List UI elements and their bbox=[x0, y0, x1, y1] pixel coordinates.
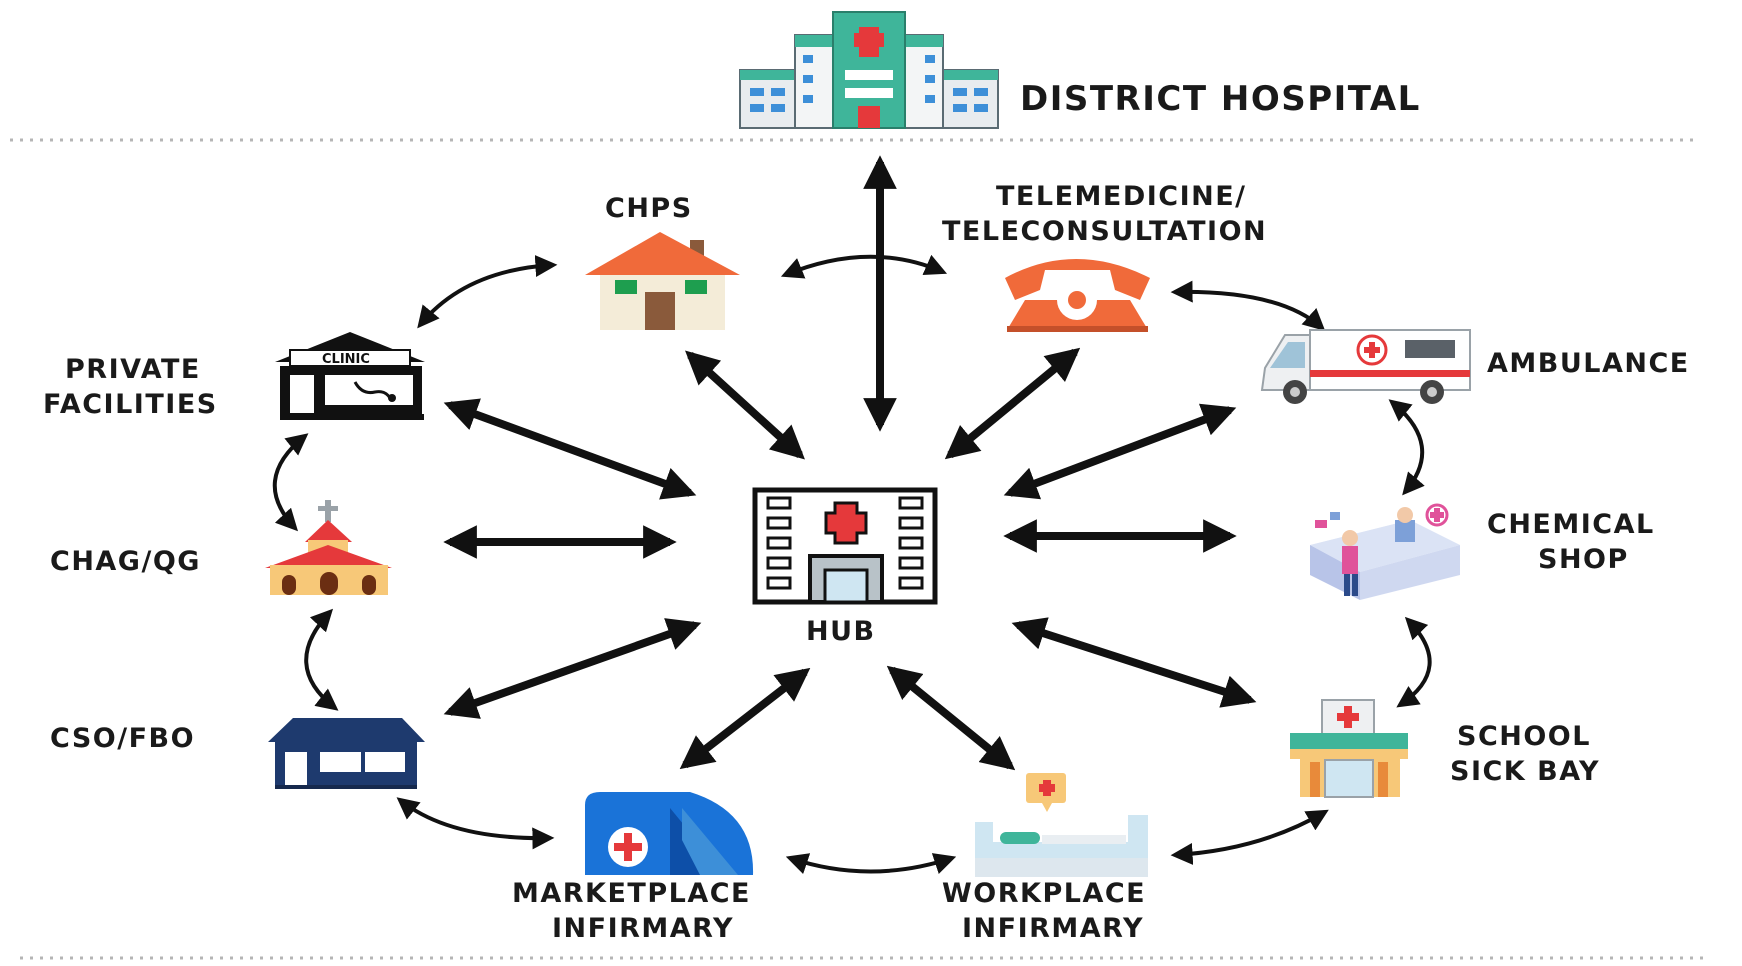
workplace-label-line2: INFIRMARY bbox=[962, 913, 1144, 944]
chemical-shop-label-line2: SHOP bbox=[1538, 544, 1629, 575]
telemedicine-label-line1: TELEMEDICINE/ bbox=[996, 181, 1247, 212]
arrow-hub-marketplace bbox=[679, 667, 811, 770]
school-sick-bay-label-line2: SICK BAY bbox=[1450, 756, 1600, 787]
telephone-icon bbox=[1005, 259, 1150, 332]
clinic-icon: CLINIC bbox=[275, 332, 425, 420]
arrow-hub-ambulance bbox=[1003, 403, 1237, 500]
sick-bay-icon bbox=[1290, 699, 1408, 798]
arrow-hub-telemedicine bbox=[944, 347, 1081, 460]
arrow-chps-telemedicine bbox=[780, 254, 948, 279]
hospital-bed-icon bbox=[975, 773, 1148, 877]
arrow-marketplace-workplace bbox=[785, 853, 957, 875]
hub-hospital-icon bbox=[752, 487, 938, 605]
hospital-building-icon bbox=[739, 11, 999, 129]
arrow-workplace-school bbox=[1170, 809, 1329, 865]
arrow-hub-private bbox=[443, 398, 697, 500]
private-facilities-label-line1: PRIVATE bbox=[65, 354, 201, 385]
arrow-chemical-school bbox=[1396, 616, 1432, 708]
school-sick-bay-label-line1: SCHOOL bbox=[1457, 721, 1591, 752]
house-icon bbox=[585, 232, 740, 330]
arrow-hub-cso bbox=[443, 618, 702, 719]
workplace-label-line1: WORKPLACE bbox=[942, 878, 1146, 909]
pharmacy-icon bbox=[1310, 503, 1460, 600]
marketplace-label-line1: MARKETPLACE bbox=[512, 878, 751, 909]
arrow-cso-marketplace bbox=[396, 797, 555, 850]
connection-arrows bbox=[272, 155, 1432, 875]
arrow-private-chps bbox=[417, 255, 558, 329]
chag-label: CHAG/QG bbox=[50, 546, 201, 577]
ambulance-icon bbox=[1260, 329, 1471, 404]
church-icon bbox=[265, 500, 392, 595]
arrow-telemedicine-ambulance bbox=[1170, 280, 1326, 331]
marketplace-label-line2: INFIRMARY bbox=[552, 913, 734, 944]
cso-fbo-label: CSO/FBO bbox=[50, 723, 195, 754]
arrow-hub-school bbox=[1011, 617, 1257, 708]
arrow-chag-cso bbox=[304, 608, 339, 711]
district-hospital-label: DISTRICT HOSPITAL bbox=[1020, 79, 1421, 119]
arrow-ambulance-chemical bbox=[1388, 399, 1425, 496]
chemical-shop-label-line1: CHEMICAL bbox=[1487, 509, 1655, 540]
ambulance-label: AMBULANCE bbox=[1487, 348, 1690, 379]
arrow-hub-workplace bbox=[886, 665, 1016, 771]
arrow-hub-chps bbox=[685, 350, 805, 460]
private-facilities-label-line2: FACILITIES bbox=[43, 389, 218, 420]
telemedicine-label-line2: TELECONSULTATION bbox=[942, 216, 1267, 247]
shop-icon bbox=[268, 718, 425, 789]
chps-label: CHPS bbox=[605, 193, 693, 224]
arrow-private-chag bbox=[272, 433, 309, 532]
clinic-sign-text: CLINIC bbox=[322, 352, 370, 367]
tent-icon bbox=[585, 792, 754, 875]
hub-label: HUB bbox=[806, 616, 876, 647]
